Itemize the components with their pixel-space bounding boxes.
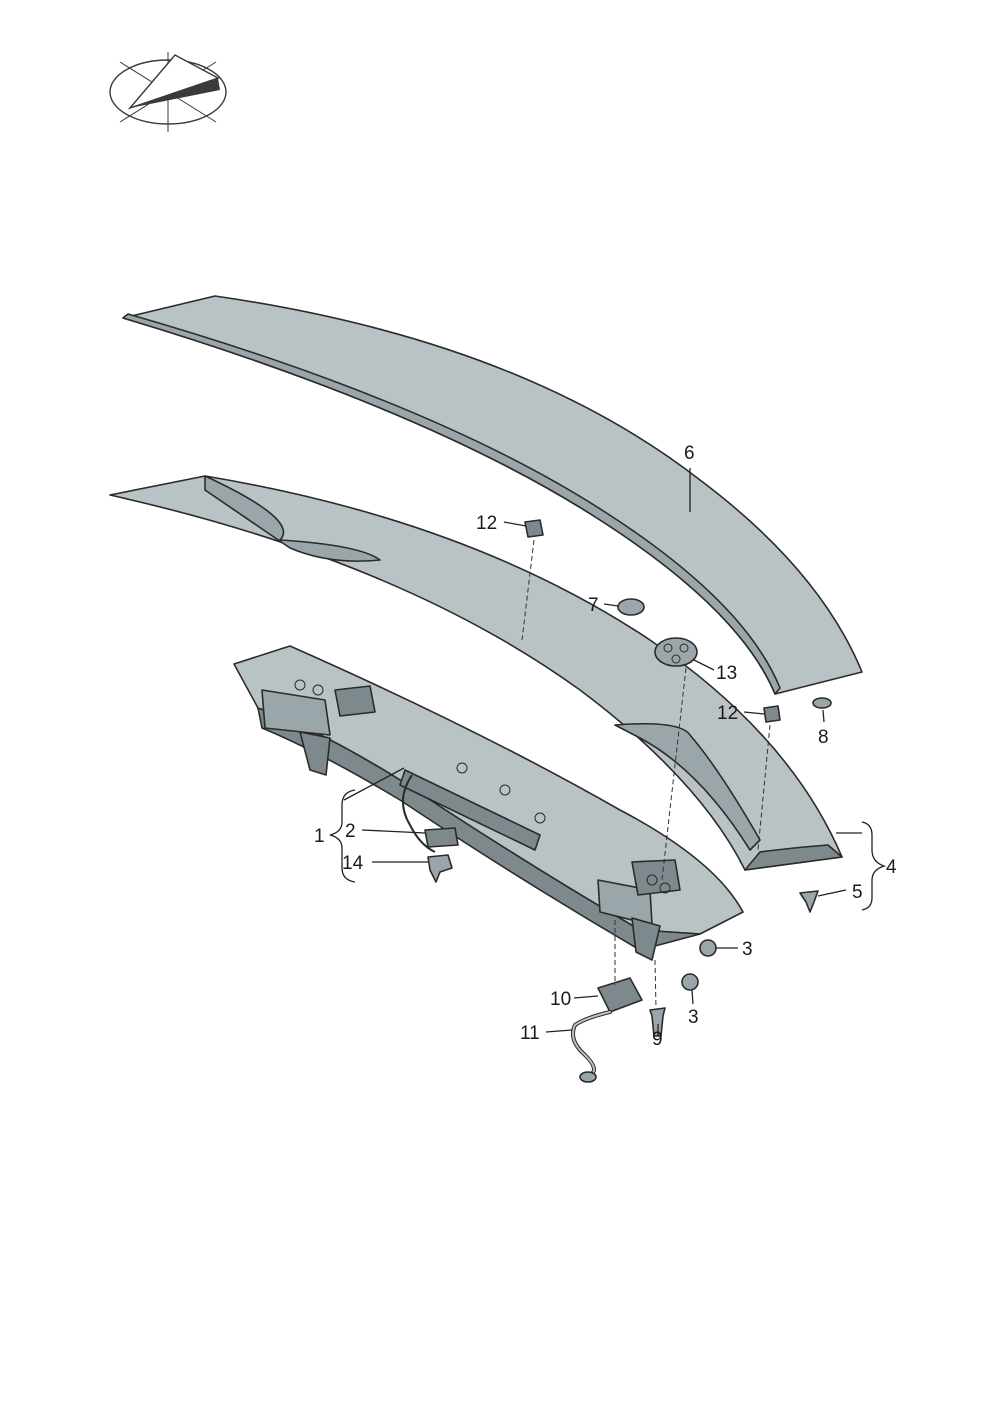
- compass-plane-icon: [109, 52, 227, 132]
- bracket-group-1: [329, 789, 356, 883]
- actuator-motor: [399, 769, 541, 851]
- bracket-group-4: [861, 821, 887, 911]
- callout-10: 10: [550, 989, 571, 1010]
- nut-3b: [681, 973, 699, 991]
- spoiler-base-left-bracket: [299, 731, 331, 776]
- callout-3a: 3: [742, 939, 753, 960]
- bolt-9: [649, 1007, 666, 1037]
- washer-8: [812, 697, 832, 709]
- clip-14: [427, 854, 453, 883]
- callout-11: 11: [520, 1023, 540, 1044]
- spoiler-frame-tip: [744, 844, 843, 871]
- spoiler-base-right-bracket: [631, 917, 661, 961]
- spoiler-frame-channel: [614, 722, 761, 851]
- grommet-7: [617, 598, 645, 616]
- callout-14: 14: [342, 853, 364, 874]
- callout-9: 9: [652, 1029, 663, 1050]
- wiring-11-terminal: [579, 1071, 597, 1083]
- callout-12a: 12: [476, 513, 497, 534]
- connector-2: [424, 827, 459, 848]
- callout-13: 13: [716, 663, 737, 684]
- buffer-part-12b: [763, 705, 781, 723]
- wiring-11-inner: [572, 1011, 611, 1076]
- leader-lines: [343, 468, 862, 1036]
- callout-5: 5: [852, 882, 863, 903]
- spoiler-frame-inner: [204, 475, 381, 562]
- spoiler-base-wall: [257, 707, 701, 951]
- spoiler-base-left-block: [261, 689, 331, 736]
- callout-6: 6: [684, 443, 695, 464]
- callout-12b: 12: [717, 703, 738, 724]
- callout-7: 7: [588, 595, 599, 616]
- guide-lines: [521, 539, 771, 1009]
- wiring-11: [571, 1010, 612, 1077]
- seal-13: [654, 637, 698, 667]
- rivet-5: [799, 890, 819, 913]
- callout-2: 2: [345, 821, 356, 842]
- callout-3b: 3: [688, 1007, 699, 1028]
- callout-1: 1: [314, 826, 325, 847]
- buffer-part-12a: [524, 519, 544, 538]
- spoiler-base-holes: [294, 679, 671, 894]
- connector-10: [597, 977, 643, 1013]
- spoiler-base-hinge-left: [334, 685, 376, 717]
- actuator-cable: [402, 774, 436, 853]
- nut-3a: [699, 939, 717, 957]
- callout-8: 8: [818, 727, 829, 748]
- spoiler-cover-edge: [122, 313, 781, 695]
- callout-4: 4: [886, 857, 897, 878]
